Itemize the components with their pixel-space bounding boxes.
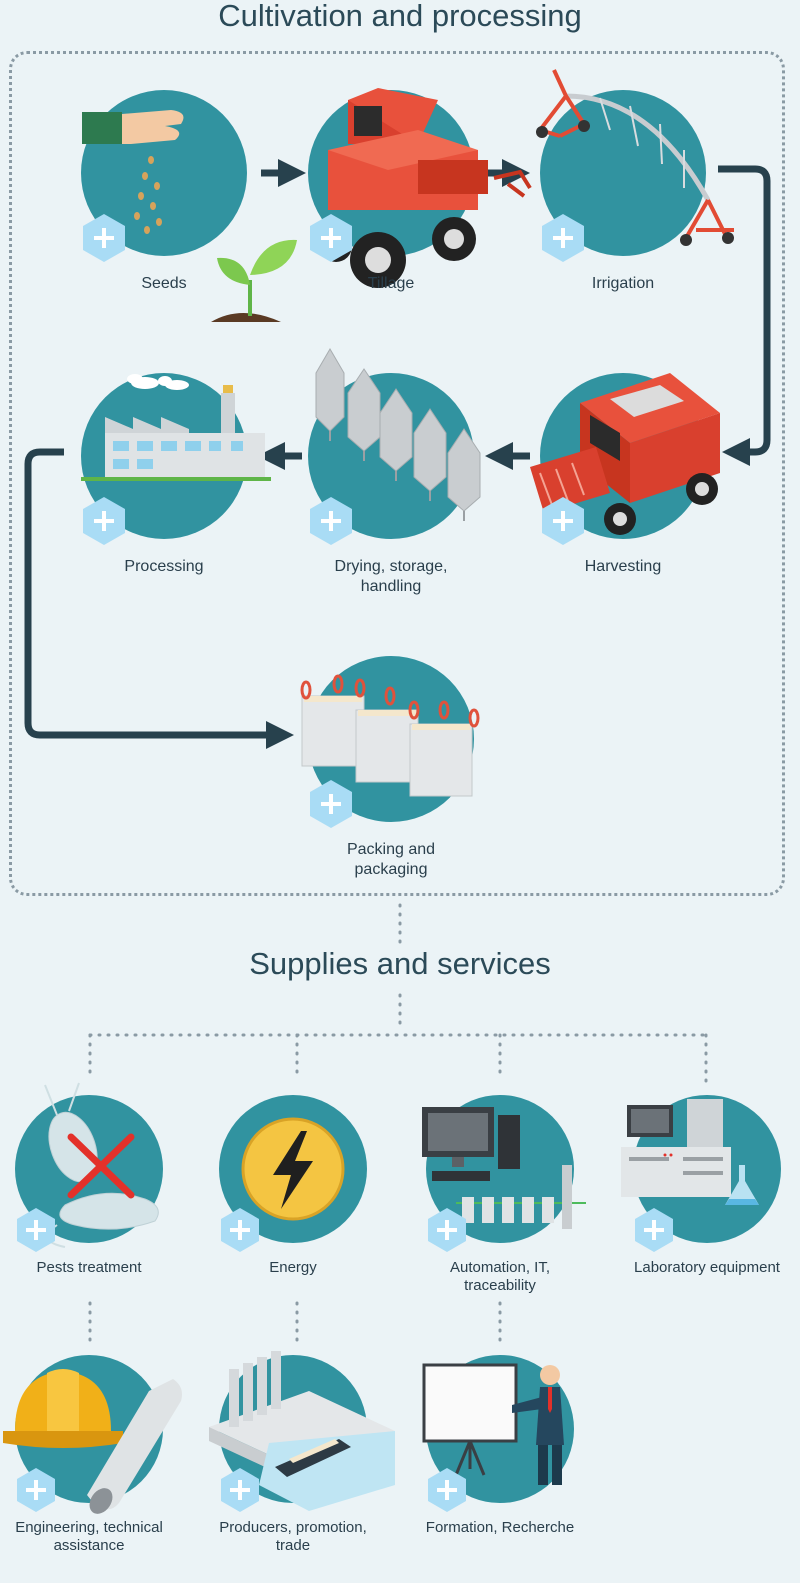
seeds-icon xyxy=(82,110,297,322)
plus-badge-icon[interactable] xyxy=(81,496,127,546)
service-label: Energy xyxy=(269,1259,317,1276)
plus-badge-icon[interactable] xyxy=(81,213,127,263)
service-label: Laboratory equipment xyxy=(634,1259,780,1276)
service-connectors xyxy=(88,903,708,1342)
hard-hat-icon xyxy=(3,1369,182,1514)
cultivation-frame xyxy=(9,51,785,896)
irrigation-icon xyxy=(536,69,734,246)
step-label: Tillage xyxy=(367,275,415,292)
service-label: Producers, promotion, trade xyxy=(219,1519,367,1554)
plus-badge-icon[interactable] xyxy=(540,496,586,546)
plus-badge-icon[interactable] xyxy=(219,1467,261,1513)
plus-badge-icon[interactable] xyxy=(540,213,586,263)
service-label: Engineering, technical assistance xyxy=(15,1519,163,1554)
pest-icon xyxy=(44,1082,159,1248)
silo-icon xyxy=(315,348,481,521)
lightning-icon xyxy=(241,1117,345,1221)
lab-equipment-icon xyxy=(621,1099,759,1205)
cultivation-title: Cultivation and processing xyxy=(218,0,582,33)
arrow-processing-packing xyxy=(24,448,294,749)
factory-icon xyxy=(81,374,271,481)
port-icon xyxy=(209,1351,395,1511)
process-arrows xyxy=(24,159,771,749)
harvester-icon xyxy=(530,373,720,535)
plus-badge-icon[interactable] xyxy=(308,779,354,829)
plus-badge-icon[interactable] xyxy=(633,1207,675,1253)
step-label: Harvesting xyxy=(584,558,662,575)
plus-badge-icon[interactable] xyxy=(308,213,354,263)
supplies-title: Supplies and services xyxy=(249,946,551,981)
service-label: Automation, IT, traceability xyxy=(449,1259,551,1294)
tractor-icon xyxy=(320,88,532,288)
plus-badge-icon[interactable] xyxy=(426,1467,468,1513)
plus-badge-icon[interactable] xyxy=(15,1207,57,1253)
plus-badge-icon[interactable] xyxy=(219,1207,261,1253)
step-label: Seeds xyxy=(141,275,187,292)
step-label: Irrigation xyxy=(591,275,655,292)
plus-badge-icon[interactable] xyxy=(426,1207,468,1253)
step-label: Processing xyxy=(124,558,204,575)
computer-icon xyxy=(422,1107,586,1229)
bulk-bag-icon xyxy=(300,674,480,797)
plus-badge-icon[interactable] xyxy=(15,1467,57,1513)
service-label: Formation, Recherche xyxy=(425,1519,575,1536)
arrow-irrigation-harvesting xyxy=(718,165,771,466)
step-label: Drying, storage, handling xyxy=(334,558,448,595)
presentation-icon xyxy=(422,1363,564,1485)
service-label: Pests treatment xyxy=(36,1259,142,1276)
plus-badge-icon[interactable] xyxy=(308,496,354,546)
step-label: Packing and packaging xyxy=(346,841,436,878)
